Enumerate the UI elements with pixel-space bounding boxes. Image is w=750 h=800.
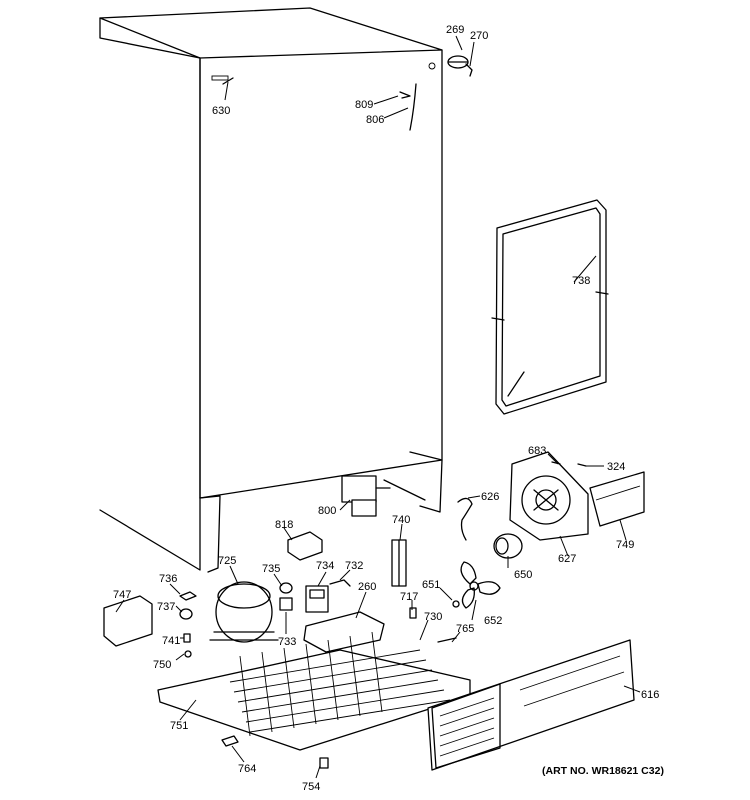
callout-626: 626 — [481, 491, 499, 503]
callout-809: 809 — [355, 99, 373, 111]
callout-734: 734 — [316, 560, 334, 572]
callout-652: 652 — [484, 615, 502, 627]
callout-749: 749 — [616, 539, 634, 551]
callout-683: 683 — [528, 445, 546, 457]
valve-800 — [341, 475, 391, 517]
callout-260: 260 — [358, 581, 376, 593]
condenser-260 — [229, 611, 451, 737]
part-754 — [319, 757, 329, 769]
callout-738: 738 — [572, 275, 590, 287]
callout-labels: 269 270 630 809 806 738 683 324 626 800 … — [113, 24, 659, 793]
callout-740: 740 — [392, 514, 410, 526]
callout-269: 269 — [446, 24, 464, 36]
fan-blade-652 — [460, 561, 501, 609]
callout-735: 735 — [262, 563, 280, 575]
part-736 — [179, 591, 197, 601]
part-764 — [221, 735, 239, 747]
callout-732: 732 — [345, 560, 363, 572]
part-735 — [279, 582, 293, 594]
harness-740 — [391, 539, 407, 587]
callout-818: 818 — [275, 519, 293, 531]
callout-650: 650 — [514, 569, 532, 581]
clip-732 — [329, 579, 351, 587]
callout-730: 730 — [424, 611, 442, 623]
callout-751: 751 — [170, 720, 188, 732]
callout-630: 630 — [212, 105, 230, 117]
part-750 — [184, 650, 192, 658]
callout-627: 627 — [558, 553, 576, 565]
grille-616 — [427, 639, 635, 771]
callout-736: 736 — [159, 573, 177, 585]
callout-741: 741 — [162, 635, 180, 647]
callout-764: 764 — [238, 763, 256, 775]
callout-754: 754 — [302, 781, 320, 793]
wire-626 — [457, 497, 473, 541]
callout-750: 750 — [153, 659, 171, 671]
part-737 — [179, 608, 193, 620]
cover-749 — [589, 471, 645, 527]
part-733 — [279, 597, 293, 611]
fan-shroud-627 — [509, 451, 589, 541]
compressor-725 — [209, 581, 279, 643]
bracket-747 — [103, 595, 153, 647]
part-765 — [437, 637, 457, 643]
part-717 — [409, 607, 417, 619]
part-806 — [409, 83, 417, 131]
gasket-738 — [491, 199, 609, 415]
screws-683-324 — [551, 461, 587, 467]
part-651 — [452, 600, 460, 608]
callout-806: 806 — [366, 114, 384, 126]
callout-737: 737 — [157, 601, 175, 613]
part-630 — [222, 77, 234, 85]
callout-725: 725 — [218, 555, 236, 567]
callout-800: 800 — [318, 505, 336, 517]
relay-734 — [305, 585, 329, 613]
callout-270: 270 — [470, 30, 488, 42]
callout-733: 733 — [278, 636, 296, 648]
cabinet — [99, 7, 443, 573]
bracket-818 — [287, 531, 323, 561]
part-741 — [183, 633, 191, 643]
callout-747: 747 — [113, 589, 131, 601]
callout-765: 765 — [456, 623, 474, 635]
art-number: (ART NO. WR18621 C32) — [542, 765, 664, 777]
callout-324: 324 — [607, 461, 625, 473]
part-269-270 — [447, 55, 473, 77]
fan-motor-650 — [493, 533, 523, 559]
part-809 — [399, 91, 411, 99]
callout-651: 651 — [422, 579, 440, 591]
callout-717: 717 — [400, 591, 418, 603]
callout-616: 616 — [641, 689, 659, 701]
leader-lines — [115, 35, 641, 779]
